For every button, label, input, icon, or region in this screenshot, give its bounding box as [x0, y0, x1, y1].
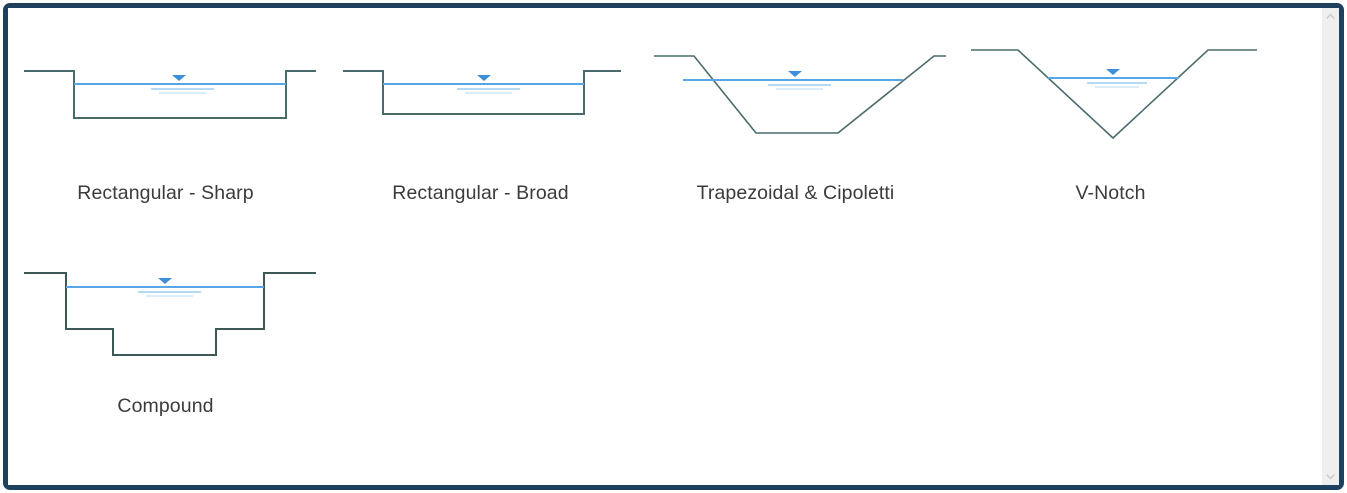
- channel-outline: [970, 49, 1257, 140]
- trapezoidal-diagram: [653, 55, 946, 134]
- compound-diagram: [23, 272, 316, 356]
- weir-option-rectangular-broad[interactable]: Rectangular - Broad: [323, 38, 638, 205]
- vertical-scrollbar[interactable]: [1322, 8, 1339, 485]
- water-level-marker-icon: [787, 71, 802, 77]
- chevron-up-icon: [1326, 13, 1335, 19]
- water-level-marker-icon: [157, 278, 172, 284]
- channel-outline: [23, 272, 316, 356]
- channel-outline: [342, 70, 621, 115]
- weir-option-trapezoidal-cipoletti[interactable]: Trapezoidal & Cipoletti: [638, 38, 953, 205]
- weir-type-grid: Rectangular - Sharp Rectangular - Broad: [8, 8, 1328, 485]
- channel-outline: [23, 70, 316, 119]
- weir-option-v-notch[interactable]: V-Notch: [953, 38, 1268, 205]
- rectangular-broad-diagram: [342, 70, 621, 115]
- weir-option-label: Compound: [117, 395, 214, 417]
- chevron-down-icon: [1326, 474, 1335, 480]
- weir-panel-frame: Rectangular - Sharp Rectangular - Broad: [3, 3, 1344, 490]
- weir-option-label: Rectangular - Broad: [392, 182, 569, 204]
- weir-option-label: Trapezoidal & Cipoletti: [696, 182, 895, 204]
- weir-option-label: Rectangular - Sharp: [77, 182, 254, 204]
- rectangular-sharp-diagram: [23, 70, 316, 119]
- v-notch-diagram: [970, 49, 1257, 140]
- weir-panel-content: Rectangular - Sharp Rectangular - Broad: [8, 8, 1339, 485]
- channel-outline: [653, 55, 946, 134]
- scrollbar-up-button[interactable]: [1322, 8, 1339, 25]
- weir-option-rectangular-sharp[interactable]: Rectangular - Sharp: [8, 38, 323, 205]
- scrollbar-down-button[interactable]: [1322, 468, 1339, 485]
- water-level-marker-icon: [1105, 69, 1120, 75]
- weir-option-label: V-Notch: [1075, 182, 1146, 204]
- water-level-marker-icon: [171, 75, 186, 81]
- water-level-marker-icon: [476, 75, 491, 81]
- weir-option-compound[interactable]: Compound: [8, 251, 323, 418]
